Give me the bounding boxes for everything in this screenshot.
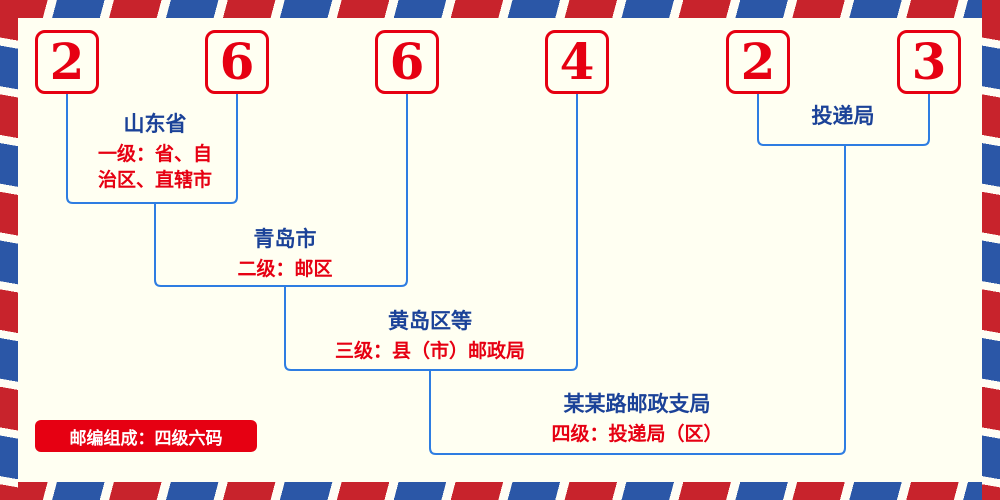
level4-label: 某某路邮政支局 四级：投递局（区） <box>497 393 777 448</box>
level2-label: 青岛市 二级：邮区 <box>185 228 385 283</box>
digit-6: 3 <box>911 32 947 91</box>
digit-1: 2 <box>49 32 85 91</box>
digit-box-2: 6 <box>205 30 269 94</box>
airmail-border-left <box>0 0 18 500</box>
level3-label: 黄岛区等 三级：县（市）邮政局 <box>300 310 560 365</box>
level4-desc: 四级：投递局（区） <box>551 424 723 445</box>
delivery-title: 投递局 <box>811 105 875 128</box>
level1-label: 山东省 一级：省、自治区、直辖市 <box>75 113 235 194</box>
airmail-border-bottom <box>0 482 1000 500</box>
level2-bracket-line <box>154 93 408 287</box>
digit-box-5: 2 <box>726 30 790 94</box>
airmail-border-top <box>0 0 1000 18</box>
delivery-bracket-line <box>757 93 930 146</box>
digit-box-1: 2 <box>35 30 99 94</box>
delivery-label: 投递局 <box>763 105 923 129</box>
level4-bracket-line <box>429 144 846 455</box>
level3-desc: 三级：县（市）邮政局 <box>334 341 525 362</box>
level1-bracket-line <box>66 93 238 204</box>
digit-box-6: 3 <box>897 30 961 94</box>
level1-desc: 一级：省、自治区、直辖市 <box>97 144 212 191</box>
digit-box-3: 6 <box>375 30 439 94</box>
digit-5: 2 <box>740 32 776 91</box>
level2-desc: 二级：邮区 <box>237 259 333 280</box>
digit-3: 6 <box>389 32 425 91</box>
level2-title: 青岛市 <box>253 228 317 251</box>
digit-box-4: 4 <box>545 30 609 94</box>
composition-badge: 邮编组成：四级六码 <box>35 420 257 452</box>
level3-title: 黄岛区等 <box>388 310 472 333</box>
digit-2: 6 <box>219 32 255 91</box>
airmail-border-right <box>982 0 1000 500</box>
level4-title: 某某路邮政支局 <box>563 393 711 416</box>
digit-4: 4 <box>559 32 595 91</box>
level1-title: 山东省 <box>123 113 187 136</box>
